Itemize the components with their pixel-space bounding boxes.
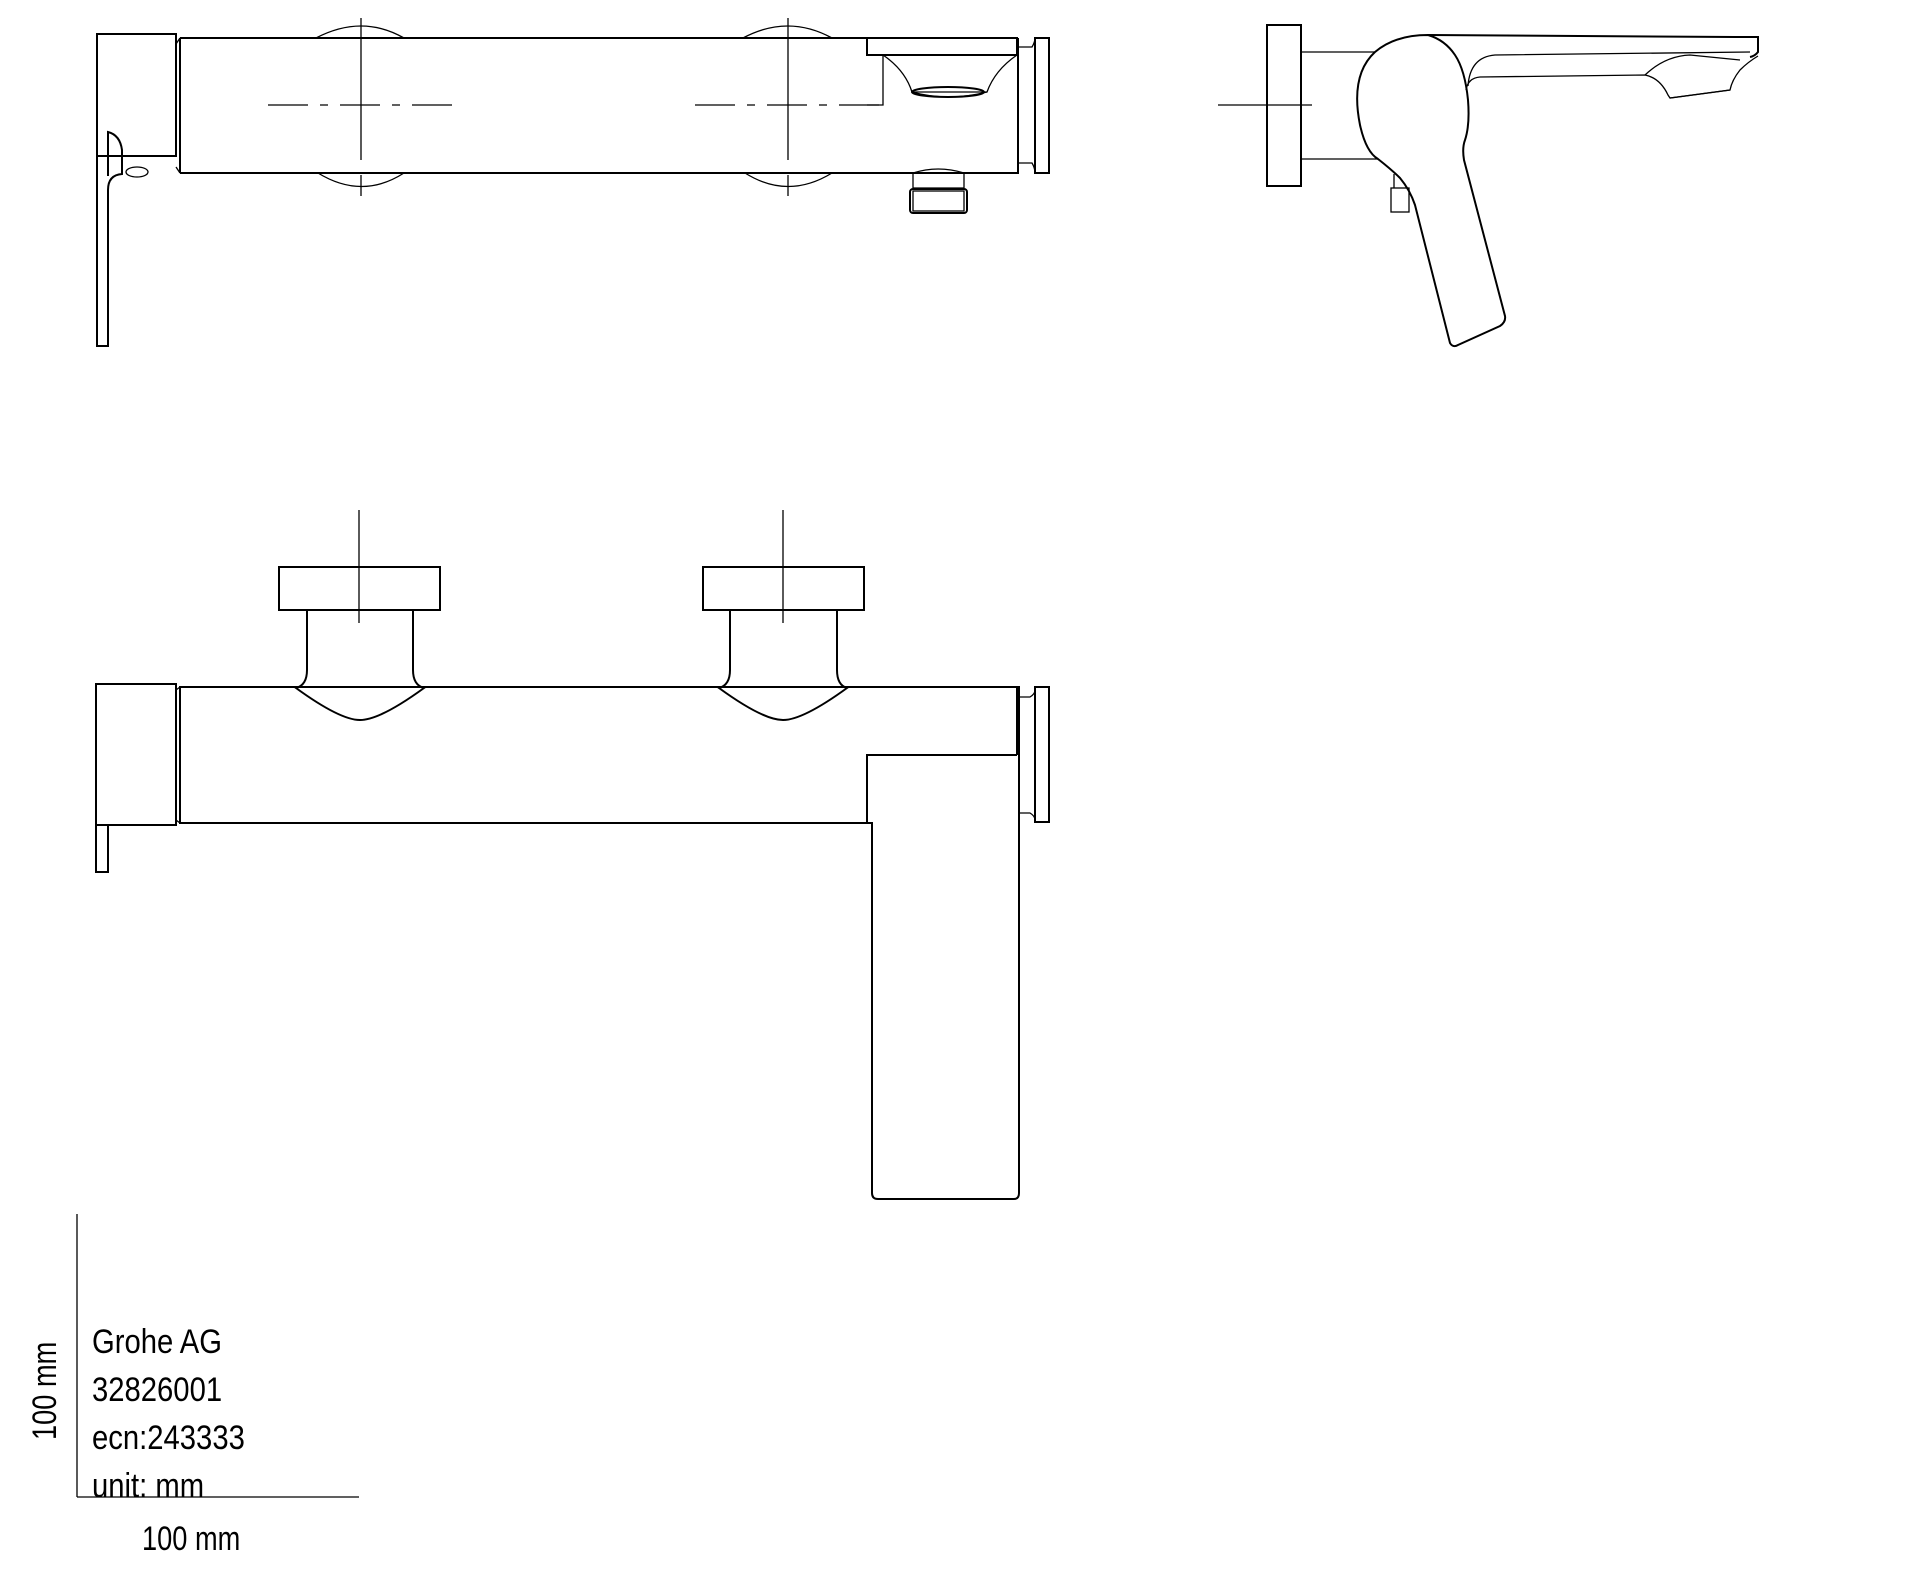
scale-y-label: 100 mm	[26, 1341, 64, 1440]
unit-label: unit: mm	[92, 1467, 205, 1505]
scale-x-label: 100 mm	[142, 1520, 241, 1558]
top-view	[96, 18, 1050, 347]
side-view	[1218, 24, 1759, 348]
part-number: 32826001	[92, 1371, 223, 1409]
scale-bar	[76, 1214, 359, 1498]
title-block: Grohe AG 32826001 ecn:243333 unit: mm	[92, 1318, 245, 1510]
company-name: Grohe AG	[92, 1323, 223, 1361]
ecn-number: ecn:243333	[92, 1419, 245, 1457]
front-view	[95, 510, 1050, 1200]
